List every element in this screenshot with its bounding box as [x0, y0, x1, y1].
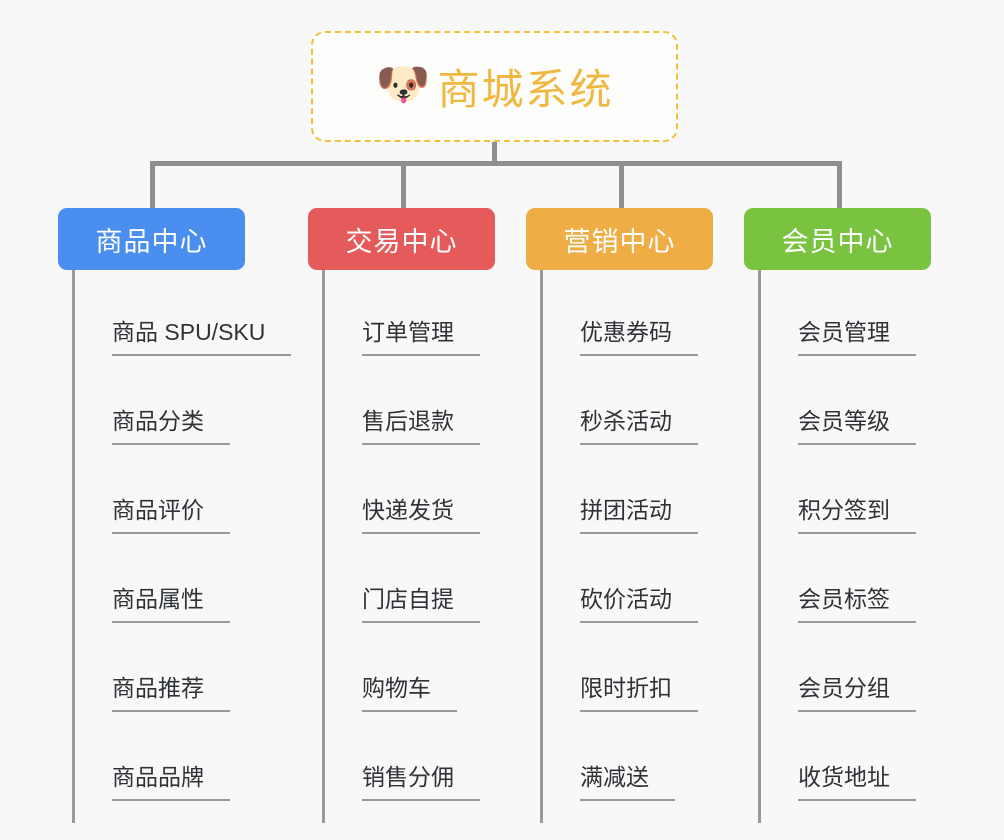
list-item[interactable]: 秒杀活动	[540, 359, 770, 448]
leaf-label: 售后退款	[362, 408, 480, 445]
branch-header-4[interactable]: 会员中心	[744, 208, 931, 270]
leaf-label: 销售分佣	[362, 764, 480, 801]
leaf-list-3: 优惠券码 秒杀活动 拼团活动 砍价活动 限时折扣 满减送	[540, 270, 770, 804]
list-item[interactable]: 满减送	[540, 715, 770, 804]
list-item[interactable]: 商品评价	[72, 448, 302, 537]
list-item[interactable]: 商品 SPU/SKU	[72, 270, 302, 359]
leaf-label: 商品推荐	[112, 675, 230, 712]
leaf-label: 砍价活动	[580, 586, 698, 623]
leaf-label: 订单管理	[362, 319, 480, 356]
connector-root-stem	[492, 142, 497, 164]
leaf-label: 秒杀活动	[580, 408, 698, 445]
dog-face-icon: 🐶	[375, 59, 431, 109]
leaf-list-1: 商品 SPU/SKU 商品分类 商品评价 商品属性 商品推荐 商品品牌	[72, 270, 302, 804]
branch-header-2[interactable]: 交易中心	[308, 208, 495, 270]
connector-drop-branch-4	[837, 161, 842, 209]
list-item[interactable]: 门店自提	[322, 537, 552, 626]
list-item[interactable]: 会员标签	[758, 537, 988, 626]
connector-drop-branch-3	[619, 161, 624, 209]
leaf-label: 商品评价	[112, 497, 230, 534]
list-item[interactable]: 商品推荐	[72, 626, 302, 715]
leaf-label: 会员等级	[798, 408, 916, 445]
column-spine-2	[322, 270, 325, 823]
list-item[interactable]: 会员管理	[758, 270, 988, 359]
list-item[interactable]: 会员分组	[758, 626, 988, 715]
column-spine-1	[72, 270, 75, 823]
leaf-label: 商品品牌	[112, 764, 230, 801]
leaf-label: 购物车	[362, 675, 457, 712]
root-node-shopping-mall-system[interactable]: 🐶 商城系统	[311, 31, 678, 142]
leaf-label: 商品 SPU/SKU	[112, 319, 292, 356]
leaf-label: 拼团活动	[580, 497, 698, 534]
leaf-list-2: 订单管理 售后退款 快递发货 门店自提 购物车 销售分佣	[322, 270, 552, 804]
leaf-label: 商品属性	[112, 586, 230, 623]
list-item[interactable]: 拼团活动	[540, 448, 770, 537]
connector-drop-branch-2	[401, 161, 406, 209]
leaf-label: 会员分组	[798, 675, 916, 712]
leaf-label: 快递发货	[362, 497, 480, 534]
list-item[interactable]: 商品分类	[72, 359, 302, 448]
branch-header-1[interactable]: 商品中心	[58, 208, 245, 270]
list-item[interactable]: 售后退款	[322, 359, 552, 448]
list-item[interactable]: 商品属性	[72, 537, 302, 626]
column-spine-4	[758, 270, 761, 823]
list-item[interactable]: 优惠券码	[540, 270, 770, 359]
list-item[interactable]: 销售分佣	[322, 715, 552, 804]
list-item[interactable]: 商品品牌	[72, 715, 302, 804]
leaf-label: 会员管理	[798, 319, 916, 356]
connector-horizontal-bus	[150, 161, 842, 166]
branch-header-3[interactable]: 营销中心	[526, 208, 713, 270]
connector-drop-branch-1	[150, 161, 155, 209]
leaf-label: 优惠券码	[580, 319, 698, 356]
list-item[interactable]: 购物车	[322, 626, 552, 715]
list-item[interactable]: 积分签到	[758, 448, 988, 537]
column-spine-3	[540, 270, 543, 823]
leaf-label: 门店自提	[362, 586, 480, 623]
leaf-label: 满减送	[580, 764, 675, 801]
list-item[interactable]: 会员等级	[758, 359, 988, 448]
leaf-label: 限时折扣	[580, 675, 698, 712]
leaf-list-4: 会员管理 会员等级 积分签到 会员标签 会员分组 收货地址	[758, 270, 988, 804]
leaf-label: 会员标签	[798, 586, 916, 623]
list-item[interactable]: 砍价活动	[540, 537, 770, 626]
list-item[interactable]: 限时折扣	[540, 626, 770, 715]
list-item[interactable]: 订单管理	[322, 270, 552, 359]
leaf-label: 收货地址	[798, 764, 916, 801]
leaf-label: 积分签到	[798, 497, 916, 534]
root-node-title: 商城系统	[437, 66, 614, 113]
list-item[interactable]: 快递发货	[322, 448, 552, 537]
list-item[interactable]: 收货地址	[758, 715, 988, 804]
leaf-label: 商品分类	[112, 408, 230, 445]
